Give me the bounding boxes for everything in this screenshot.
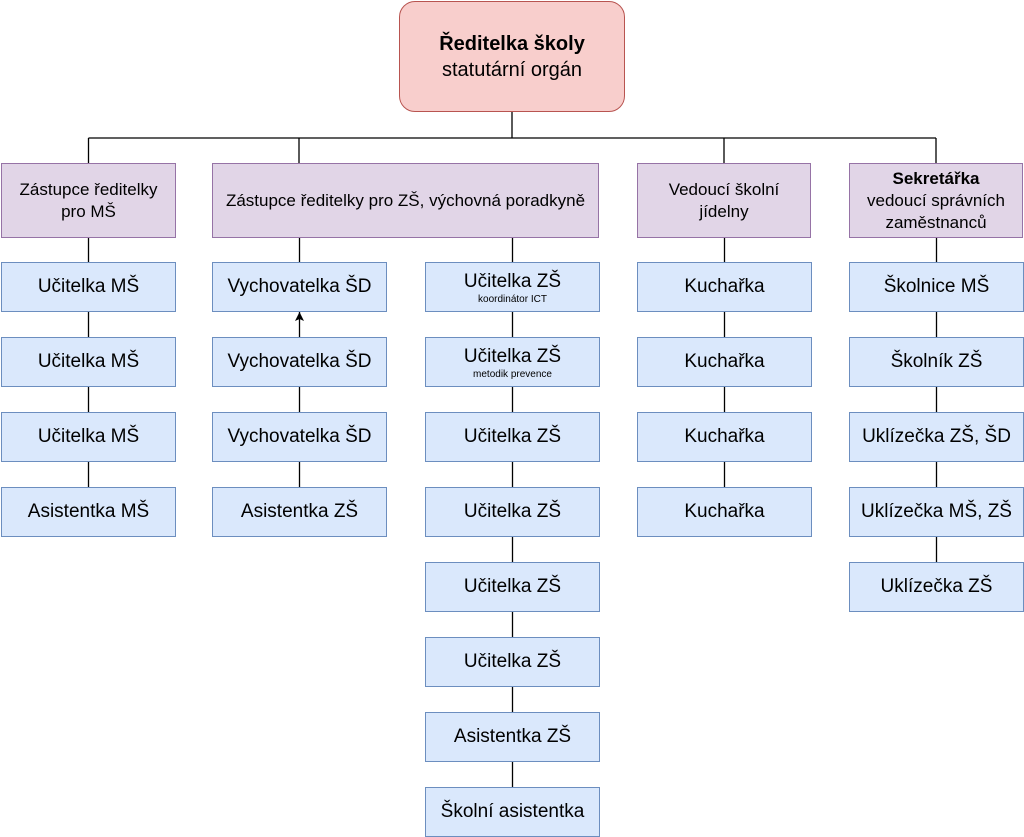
staff-node-jidelna-4: Kuchařka xyxy=(637,487,812,537)
staff-node-jidelna-2: Kuchařka xyxy=(637,337,812,387)
staff-title: Kuchařka xyxy=(684,501,765,522)
root-subtitle: statutární orgán xyxy=(441,58,583,81)
staff-node-ms-2: Učitelka MŠ xyxy=(1,337,176,387)
staff-title: Vychovatelka ŠD xyxy=(227,426,372,447)
staff-node-ms-1: Učitelka MŠ xyxy=(1,262,176,312)
staff-title: Vychovatelka ŠD xyxy=(227,351,372,372)
staff-title: Učitelka MŠ xyxy=(37,276,140,297)
staff-title: Učitelka MŠ xyxy=(37,351,140,372)
head-title: Zástupce ředitelky pro MŠ xyxy=(19,179,158,221)
head-title: Vedoucí školní jídelny xyxy=(668,179,780,221)
staff-title: Kuchařka xyxy=(684,351,765,372)
staff-node-zs-8: Školní asistentka xyxy=(425,787,600,837)
staff-title: Asistentka ZŠ xyxy=(240,501,359,522)
staff-node-sprava-3: Uklízečka ZŠ, ŠD xyxy=(849,412,1024,462)
staff-node-sprava-4: Uklízečka MŠ, ZŠ xyxy=(849,487,1024,537)
staff-node-jidelna-3: Kuchařka xyxy=(637,412,812,462)
staff-subtitle: koordinátor ICT xyxy=(478,293,547,305)
staff-node-sprava-2: Školník ZŠ xyxy=(849,337,1024,387)
staff-title: Kuchařka xyxy=(684,276,765,297)
staff-node-zs-4: Učitelka ZŠ xyxy=(425,487,600,537)
staff-node-sprava-5: Uklízečka ZŠ xyxy=(849,562,1024,612)
staff-title: Školník ZŠ xyxy=(890,351,983,372)
staff-title: Učitelka ZŠ xyxy=(463,651,562,672)
staff-title: Uklízečka ZŠ xyxy=(880,576,993,597)
staff-title: Učitelka ZŠ xyxy=(463,345,562,367)
staff-node-jidelna-1: Kuchařka xyxy=(637,262,812,312)
staff-node-sprava-1: Školnice MŠ xyxy=(849,262,1024,312)
staff-subtitle: metodik prevence xyxy=(473,368,552,380)
root-title: Ředitelka školy xyxy=(439,32,585,55)
staff-node-sd-3: Vychovatelka ŠD xyxy=(212,412,387,462)
staff-title: Vychovatelka ŠD xyxy=(227,276,372,297)
staff-title: Uklízečka ZŠ, ŠD xyxy=(862,426,1011,447)
staff-title: Asistentka MŠ xyxy=(27,501,150,522)
head-subtitle: vedoucí správních zaměstnanců xyxy=(867,190,1005,232)
head-node-3: Vedoucí školní jídelny xyxy=(637,163,811,238)
staff-title: Školnice MŠ xyxy=(883,276,990,297)
staff-title: Učitelka ZŠ xyxy=(463,426,562,447)
staff-node-zs-5: Učitelka ZŠ xyxy=(425,562,600,612)
head-node-2: Zástupce ředitelky pro ZŠ, výchovná pora… xyxy=(212,163,599,238)
staff-node-sd-1: Vychovatelka ŠD xyxy=(212,262,387,312)
root-node: Ředitelka školy statutární orgán xyxy=(399,1,625,112)
staff-title: Uklízečka MŠ, ZŠ xyxy=(861,501,1012,522)
staff-title: Asistentka ZŠ xyxy=(453,726,572,747)
staff-node-zs-7: Asistentka ZŠ xyxy=(425,712,600,762)
staff-node-ms-3: Učitelka MŠ xyxy=(1,412,176,462)
staff-node-sd-4: Asistentka ZŠ xyxy=(212,487,387,537)
staff-title: Učitelka ZŠ xyxy=(463,501,562,522)
staff-node-zs-6: Učitelka ZŠ xyxy=(425,637,600,687)
staff-title: Kuchařka xyxy=(684,426,765,447)
staff-node-sd-2: Vychovatelka ŠD xyxy=(212,337,387,387)
staff-node-zs-3: Učitelka ZŠ xyxy=(425,412,600,462)
head-node-1: Zástupce ředitelky pro MŠ xyxy=(1,163,176,238)
staff-title: Učitelka ZŠ xyxy=(463,576,562,597)
arrow-head xyxy=(295,312,304,321)
staff-title: Učitelka MŠ xyxy=(37,426,140,447)
staff-node-ms-4: Asistentka MŠ xyxy=(1,487,176,537)
staff-title: Školní asistentka xyxy=(440,801,585,822)
staff-title: Učitelka ZŠ xyxy=(463,270,562,292)
head-title: Sekretářka xyxy=(892,168,980,188)
head-title: Zástupce ředitelky pro ZŠ, výchovná pora… xyxy=(225,190,586,210)
